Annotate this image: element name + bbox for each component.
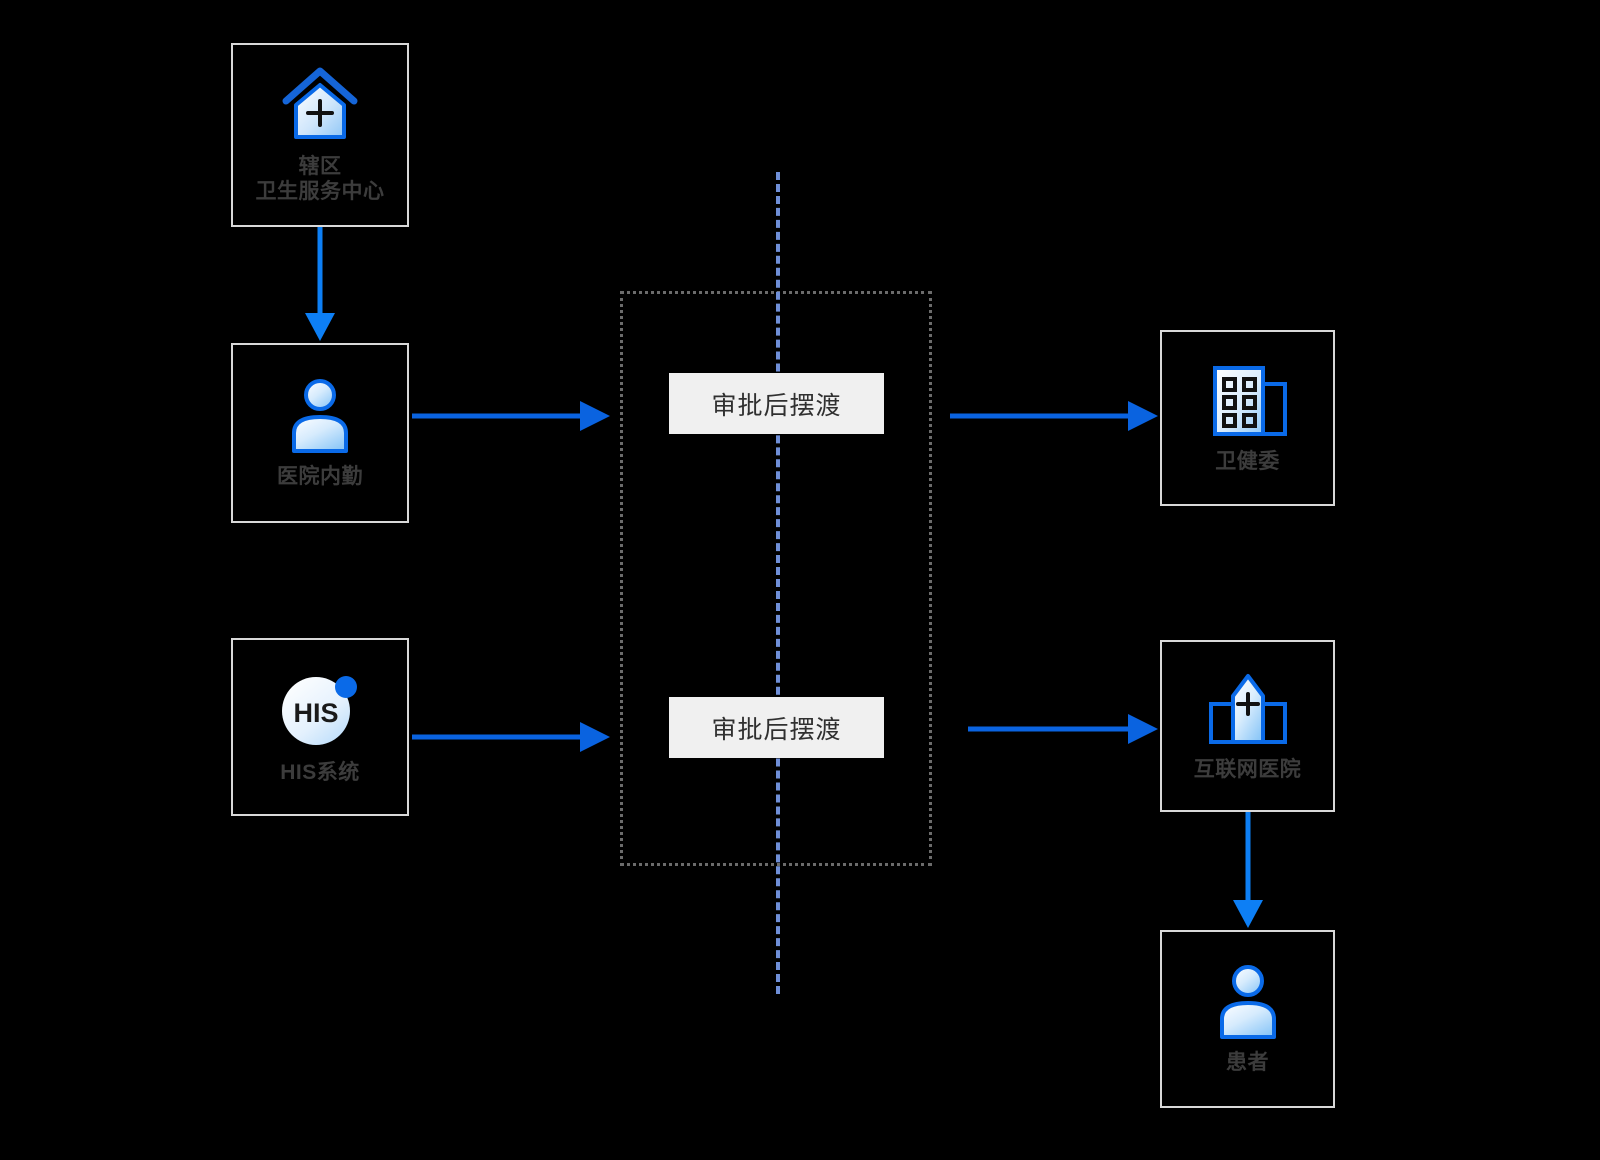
his-circle-icon: HIS	[276, 669, 364, 751]
node-patient[interactable]: 患者	[1160, 930, 1335, 1108]
connector-staff-to-ferry-top	[412, 398, 612, 434]
hospital-building-plus-icon	[1203, 670, 1293, 748]
hospital-house-plus-icon	[278, 65, 362, 145]
process-label: 审批后摆渡	[711, 715, 842, 744]
office-building-icon	[1205, 362, 1291, 440]
person-icon	[1213, 963, 1283, 1041]
node-his-system[interactable]: HIS HIS系统	[231, 638, 409, 816]
network-separator-line	[776, 172, 780, 994]
connector-ferry-top-to-commission	[950, 398, 1160, 434]
node-hospital-staff[interactable]: 医院内勤	[231, 343, 409, 523]
connector-ferry-bottom-to-internet-hospital	[968, 711, 1160, 747]
connector-center-to-staff	[300, 227, 340, 343]
connector-his-to-ferry-bottom	[412, 719, 612, 755]
node-label: 患者	[1226, 1050, 1269, 1074]
node-label: 互联网医院	[1193, 757, 1302, 781]
node-label: 医院内勤	[277, 464, 363, 488]
person-icon	[285, 377, 355, 455]
connector-internet-hospital-to-patient	[1228, 812, 1268, 930]
process-ferry-top[interactable]: 审批后摆渡	[669, 373, 884, 434]
process-ferry-bottom[interactable]: 审批后摆渡	[669, 697, 884, 758]
node-community-health-center[interactable]: 辖区 卫生服务中心	[231, 43, 409, 227]
node-internet-hospital[interactable]: 互联网医院	[1160, 640, 1335, 812]
node-label: 辖区 卫生服务中心	[255, 155, 385, 203]
node-label: 卫健委	[1215, 449, 1280, 473]
node-label: HIS系统	[280, 760, 360, 784]
his-icon-text: HIS	[293, 698, 338, 728]
node-health-commission[interactable]: 卫健委	[1160, 330, 1335, 506]
process-label: 审批后摆渡	[711, 391, 842, 420]
